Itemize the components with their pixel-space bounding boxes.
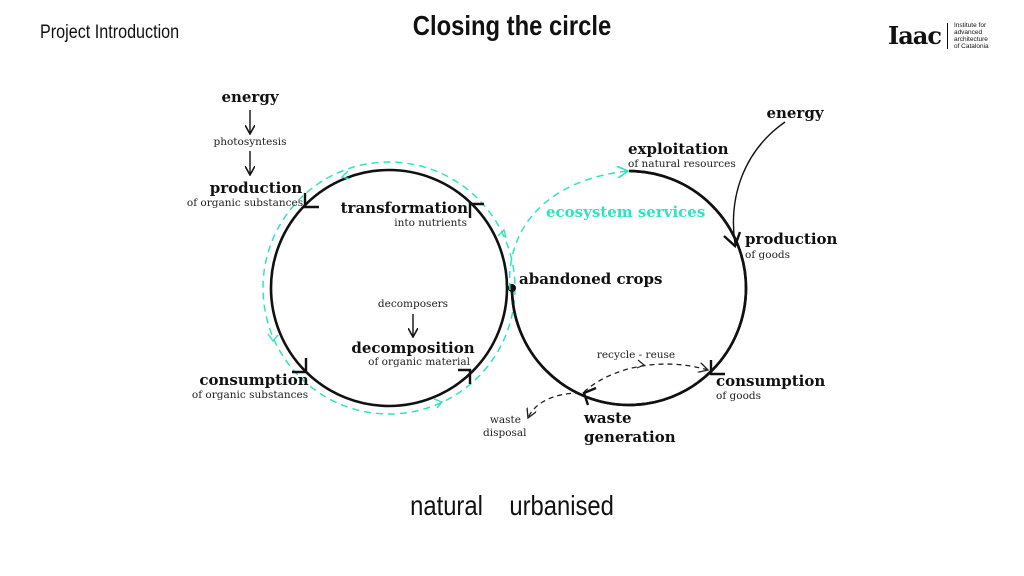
- sublabel-production-urban: of goods: [745, 249, 790, 261]
- cycle-arrow-icon: [303, 193, 319, 209]
- footer-labels: natural urbanised: [77, 490, 947, 522]
- label-production-natural: production: [210, 179, 303, 197]
- sublabel-consumption-urban: of goods: [716, 390, 761, 402]
- label-transformation: transformation: [341, 199, 468, 217]
- label-waste-generation-2: generation: [584, 428, 676, 446]
- arrow-energy-urban: [732, 121, 786, 245]
- label-decomposition: decomposition: [351, 339, 474, 357]
- cycle-arrow-icon: [458, 368, 472, 384]
- label-abandoned-crops: abandoned crops: [519, 270, 662, 288]
- logo-line: Institute for: [953, 22, 987, 29]
- label-consumption-natural: consumption: [199, 371, 308, 389]
- label-recycle-reuse: recycle - reuse: [597, 349, 675, 361]
- label-waste-disposal-1: waste: [490, 414, 521, 426]
- cycle-arrow-icon: [582, 386, 597, 406]
- label-production-urban: production: [745, 230, 838, 248]
- label-decomposers: decomposers: [378, 298, 448, 310]
- logo-text: Institute for advanced architecture of C…: [954, 22, 989, 50]
- section-title: Project Introduction: [40, 22, 180, 43]
- cycle-arrow-icon: [468, 202, 484, 218]
- logo-line: architecture: [953, 36, 988, 43]
- cycle-arrow-icon: [723, 231, 742, 249]
- label-consumption-urban: consumption: [716, 372, 825, 390]
- cyan-arrow-icon: [497, 228, 507, 239]
- logo-line: of Catalonia: [953, 43, 989, 50]
- cycle-arrow-icon: [292, 358, 308, 374]
- waste-disposal-path: [528, 392, 581, 418]
- label-photosynthesis: photosyntesis: [214, 136, 287, 148]
- logo-mark: Iaac: [888, 21, 942, 50]
- sublabel-consumption-natural: of organic substances: [192, 389, 308, 401]
- logo-line: advanced: [953, 29, 983, 36]
- cyan-arrow-icon: [267, 333, 279, 343]
- label-waste-disposal-2: disposal: [483, 427, 527, 439]
- ecosystem-services-path: [508, 171, 628, 291]
- label-energy-natural: energy: [221, 88, 279, 106]
- label-ecosystem-services: ecosystem services: [546, 203, 705, 221]
- sublabel-exploitation: of natural resources: [628, 158, 736, 170]
- natural-cycle-circle: [269, 168, 509, 408]
- cyan-arrow-icon: [340, 170, 351, 180]
- cyan-arrow-icon: [433, 398, 444, 409]
- cycle-arrow-icon: [709, 360, 725, 376]
- recycle-path: [583, 364, 708, 393]
- label-exploitation: exploitation: [628, 140, 729, 158]
- sublabel-transformation: into nutrients: [394, 217, 467, 229]
- sublabel-production-natural: of organic substances: [187, 197, 303, 209]
- dashed-arrow-icon: [636, 359, 646, 369]
- iaac-logo: Iaac Institute for advanced architecture…: [888, 22, 989, 50]
- natural-cycle: energy photosyntesis production of organ…: [187, 88, 516, 415]
- footer-natural: natural: [410, 490, 483, 521]
- label-waste-generation-1: waste: [583, 409, 632, 427]
- logo-divider: [946, 23, 948, 49]
- label-energy-urban: energy: [766, 104, 824, 122]
- footer-urbanised: urbanised: [509, 490, 614, 521]
- sublabel-decomposition: of organic material: [368, 356, 470, 368]
- urban-cycle: ecosystem services abandoned crops energ…: [483, 104, 838, 446]
- page-title: Closing the circle: [412, 10, 612, 41]
